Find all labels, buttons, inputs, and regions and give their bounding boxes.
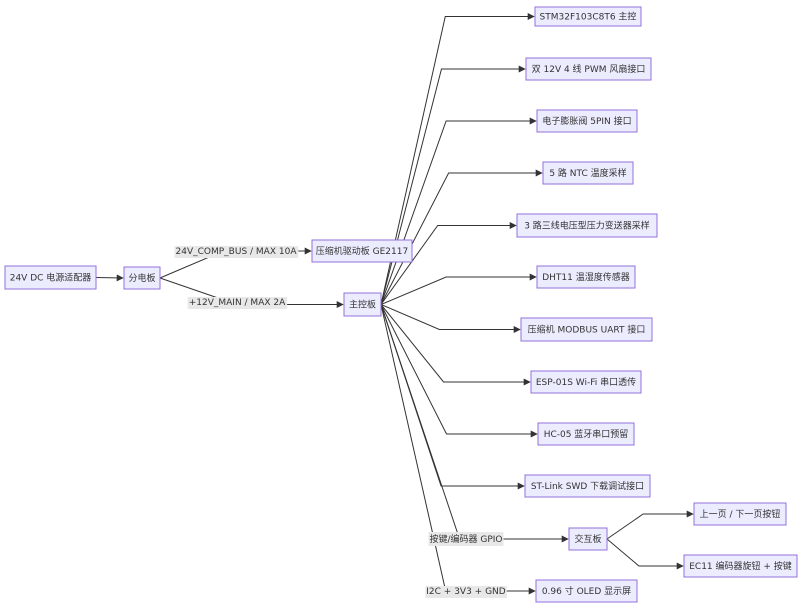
edge-label-text: 按键/编码器 GPIO — [429, 533, 502, 545]
edge-label-main-oled: I2C + 3V3 + GND — [425, 586, 507, 598]
node-oled: 0.96 寸 OLED 显示屏 — [535, 579, 638, 603]
node-box — [4, 265, 97, 290]
edge-label-bg — [174, 246, 299, 258]
node-modbus: 压缩机 MODBUS UART 接口 — [520, 317, 653, 342]
node-main: 主控板 — [343, 292, 382, 317]
edge-label-bg — [425, 586, 507, 598]
edge-line — [380, 304, 536, 595]
node-fan: 双 12V 4 线 PWM 风扇接口 — [525, 57, 652, 81]
edge-label-dist-main: +12V_MAIN / MAX 2A — [187, 297, 288, 309]
edge-line — [606, 510, 694, 540]
node-pagebtn: 上一页 / 下一页按钮 — [693, 502, 787, 526]
edge-main-press — [380, 222, 517, 305]
edge-line — [95, 274, 124, 282]
edge-line — [380, 304, 531, 386]
node-box — [537, 422, 635, 446]
edge-label-bg — [428, 532, 504, 546]
node-box — [534, 6, 642, 27]
node-box — [311, 239, 413, 263]
node-box — [693, 502, 787, 526]
node-box — [516, 213, 658, 238]
node-label: 压缩机 MODBUS UART 接口 — [528, 324, 646, 336]
node-box — [536, 265, 636, 289]
node-stm32: STM32F103C8T6 主控 — [534, 6, 642, 27]
edge-line — [380, 304, 538, 438]
node-ec11: EC11 编码器旋钮 + 按键 — [683, 554, 798, 578]
edge-line — [380, 304, 521, 333]
edge-main-oled — [380, 304, 536, 595]
node-valve: 电子膨胀阀 5PIN 接口 — [536, 109, 638, 133]
node-box — [525, 57, 652, 81]
node-label: HC-05 蓝牙串口预留 — [544, 428, 629, 440]
node-press: 3 路三线电压型压力变送器采样 — [516, 213, 658, 238]
node-ntc: 5 路 NTC 温度采样 — [542, 161, 634, 185]
node-box — [530, 370, 642, 394]
node-box — [123, 266, 161, 290]
edge-line — [380, 169, 543, 305]
edge-main-dht — [380, 273, 537, 305]
node-box — [536, 109, 638, 133]
edge-ui-pagebtn — [606, 510, 694, 540]
node-box — [683, 554, 798, 578]
edge-adapter-dist — [95, 274, 124, 282]
node-label: 压缩机驱动板 GE2117 — [316, 245, 408, 257]
node-hc05: HC-05 蓝牙串口预留 — [537, 422, 635, 446]
edge-label-text: +12V_MAIN / MAX 2A — [189, 298, 286, 308]
node-label: 上一页 / 下一页按钮 — [700, 508, 781, 520]
edge-line — [380, 273, 537, 305]
node-dht: DHT11 温湿度传感器 — [536, 265, 636, 289]
edge-main-modbus — [380, 304, 521, 333]
edge-labels-layer: 24V_COMP_BUS / MAX 10A +12V_MAIN / MAX 2A… — [174, 246, 507, 598]
node-label: 主控板 — [349, 299, 376, 311]
node-label: 交互板 — [574, 533, 601, 545]
edge-main-stm32 — [380, 13, 535, 305]
node-box — [542, 161, 634, 185]
edge-line — [606, 538, 684, 570]
edge-main-ntc — [380, 169, 543, 305]
edge-label-text: I2C + 3V3 + GND — [426, 587, 506, 597]
node-label: ST-Link SWD 下载调试接口 — [531, 480, 644, 492]
node-label: 5 路 NTC 温度采样 — [549, 167, 626, 179]
edge-main-fan — [380, 65, 526, 305]
node-label: 0.96 寸 OLED 显示屏 — [542, 585, 631, 597]
edge-label-dist-comp: 24V_COMP_BUS / MAX 10A — [174, 246, 299, 258]
node-label: 分电板 — [128, 272, 155, 284]
node-comp: 压缩机驱动板 GE2117 — [311, 239, 413, 263]
node-box — [535, 579, 638, 603]
node-box — [520, 317, 653, 342]
node-label: DHT11 温湿度传感器 — [542, 271, 630, 283]
node-ui: 交互板 — [568, 527, 608, 551]
node-label: ESP-01S Wi-Fi 串口透传 — [536, 376, 636, 388]
node-box — [343, 292, 382, 317]
edge-line — [380, 13, 535, 305]
edge-label-bg — [187, 297, 288, 309]
edge-ui-ec11 — [606, 538, 684, 570]
node-adapter: 24V DC 电源适配器 — [4, 265, 97, 290]
edge-label-main-ui: 按键/编码器 GPIO — [428, 532, 504, 546]
node-box — [568, 527, 608, 551]
nodes-layer: 24V DC 电源适配器 分电板 压缩机驱动板 GE2117 主控板 STM32F103… — [4, 6, 798, 603]
node-label: 双 12V 4 线 PWM 风扇接口 — [532, 63, 646, 75]
node-esp: ESP-01S Wi-Fi 串口透传 — [530, 370, 642, 394]
node-label: 24V DC 电源适配器 — [10, 272, 92, 284]
node-box — [524, 474, 651, 498]
edge-main-esp — [380, 304, 531, 386]
node-label: STM32F103C8T6 主控 — [540, 11, 637, 23]
node-label: 电子膨胀阀 5PIN 接口 — [542, 115, 631, 127]
node-label: EC11 编码器旋钮 + 按键 — [689, 560, 792, 572]
edge-main-hc05 — [380, 304, 538, 438]
node-stlink: ST-Link SWD 下载调试接口 — [524, 474, 651, 498]
edge-label-text: 24V_COMP_BUS / MAX 10A — [176, 247, 298, 257]
edge-line — [380, 65, 526, 305]
node-dist: 分电板 — [123, 266, 161, 290]
edges-layer — [95, 13, 694, 595]
edge-line — [380, 222, 517, 305]
node-label: 3 路三线电压型压力变送器采样 — [524, 220, 650, 232]
